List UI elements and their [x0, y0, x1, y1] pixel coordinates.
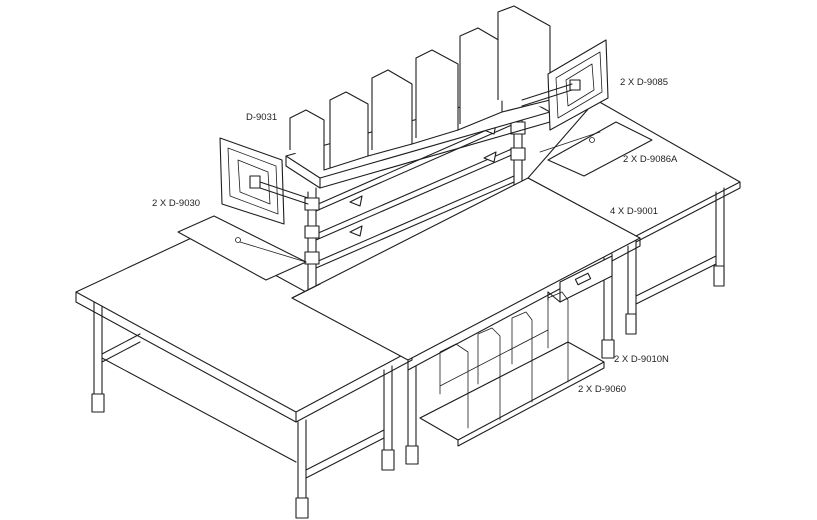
label-shelf: D-9031: [246, 112, 277, 123]
right-monitor: [521, 39, 609, 131]
label-right-monitor-arm: 2 X D-9085: [620, 77, 668, 88]
left-keyboard-tray: [177, 215, 307, 281]
right-back-table: [527, 99, 741, 335]
bin-rack: [419, 291, 605, 447]
label-keyboard-tray: 2 X D-9086A: [623, 154, 678, 165]
drawer: [547, 255, 613, 303]
label-bin: 2 X D-9060: [578, 384, 626, 395]
left-monitor: [219, 137, 309, 225]
top-shelf: [285, 5, 551, 189]
label-tables: 4 X D-9001: [610, 206, 658, 217]
label-left-monitor-arm: 2 X D-9030: [152, 198, 200, 209]
right-keyboard-tray: [539, 121, 653, 177]
label-drawer: 2 X D-9010N: [614, 354, 669, 365]
right-tray-surface: [547, 121, 653, 177]
